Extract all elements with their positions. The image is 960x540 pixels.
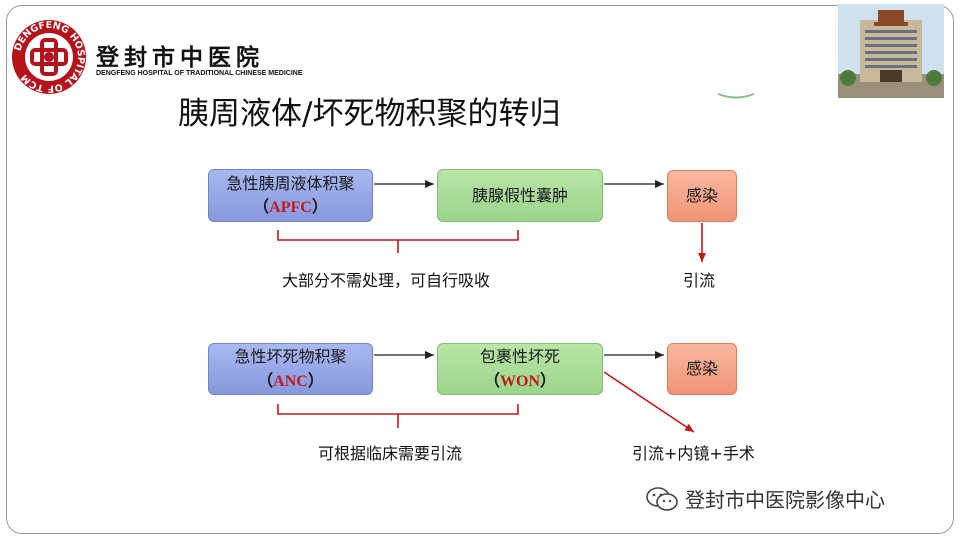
node-infection-bottom: 感染 [667, 343, 737, 395]
node-apfc: 急性胰周液体积聚 （APFC） [208, 169, 373, 222]
drainage-label-top: 引流 [683, 271, 716, 290]
node-infection-top-label: 感染 [685, 186, 718, 206]
node-infection-bottom-label: 感染 [685, 359, 718, 379]
node-won: 包裹性坏死 （WON） [437, 343, 603, 395]
treatment-label-bottom: 引流+内镜+手术 [632, 444, 755, 463]
node-won-label: 包裹性坏死 [479, 347, 560, 367]
node-won-abbr: WON [500, 372, 540, 390]
node-pseudocyst-label: 胰腺假性囊肿 [471, 185, 568, 205]
node-infection-top: 感染 [667, 170, 737, 222]
node-anc-label: 急性坏死物积聚 [234, 347, 347, 367]
brace-label-top: 大部分不需处理，可自行吸收 [282, 271, 491, 290]
hospital-name-en: DENGFENG HOSPITAL OF TRADITIONAL CHINESE… [96, 70, 303, 77]
slide-title: 胰周液体/坏死物积聚的转归 [178, 96, 561, 132]
wechat-icon [646, 486, 678, 511]
hospital-name-cn: 登封市中医院 [96, 45, 264, 71]
node-pseudocyst: 胰腺假性囊肿 [437, 169, 603, 222]
node-anc: 急性坏死物积聚 （ANC） [208, 343, 373, 395]
node-apfc-label: 急性胰周液体积聚 [226, 173, 355, 193]
watermark: 登封市中医院影像中心 [645, 484, 885, 513]
node-apfc-abbr: APFC [269, 199, 312, 216]
node-anc-abbr: ANC [273, 372, 308, 390]
watermark-text: 登封市中医院影像中心 [685, 488, 885, 512]
hospital-building-image [838, 4, 944, 98]
hospital-logo-icon: DENGFENG HOSPITAL OF TCM [10, 18, 88, 96]
brace-label-bottom: 可根据临床需要引流 [318, 444, 463, 463]
decorative-mark [716, 86, 756, 99]
